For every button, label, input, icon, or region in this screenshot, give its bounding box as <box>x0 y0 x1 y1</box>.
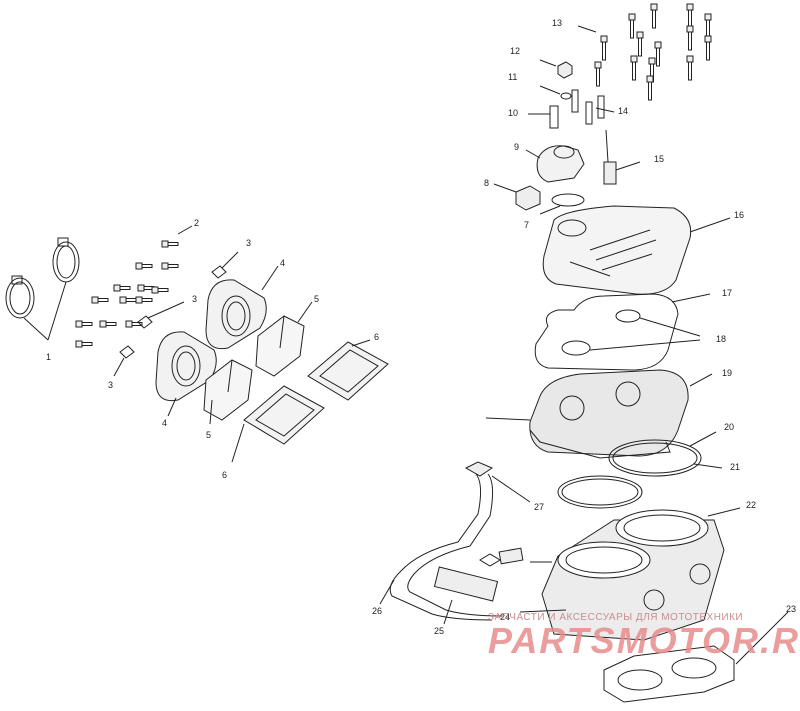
callout-15: 15 <box>654 154 665 164</box>
callout-1: 1 <box>46 352 52 362</box>
bolt-icon <box>646 75 654 101</box>
bolt-icon <box>650 3 658 29</box>
callout-6a: 6 <box>374 332 380 342</box>
cylinder-head <box>485 369 713 459</box>
callout-26: 26 <box>372 606 383 616</box>
callout-2: 2 <box>194 218 200 228</box>
bolt-icon <box>151 286 169 294</box>
bolt-icon <box>161 240 179 248</box>
callout-20: 20 <box>724 422 735 432</box>
callout-7: 7 <box>524 220 530 230</box>
callout-27: 27 <box>534 502 545 512</box>
bolt-icon <box>125 320 143 328</box>
callout-21: 21 <box>730 462 741 472</box>
callout-11: 11 <box>508 72 518 82</box>
head-gasket <box>534 293 711 371</box>
bolt-icon <box>161 262 179 270</box>
callout-4b: 4 <box>162 418 168 428</box>
callout-23: 23 <box>786 604 797 614</box>
bolt-icon <box>636 31 644 57</box>
bolt-icon <box>135 296 153 304</box>
bolt-icon <box>594 61 602 87</box>
callout-3c: 3 <box>108 380 114 390</box>
callout-3a: 3 <box>246 238 252 248</box>
callout-16: 16 <box>734 210 745 220</box>
callout-22: 22 <box>746 500 757 510</box>
watermark-brand: PARTSMOTOR.RU <box>488 620 800 661</box>
callout-18: 18 <box>716 334 727 344</box>
bolt-icon <box>686 55 694 81</box>
callout-13: 13 <box>552 18 563 28</box>
reed-cages <box>203 301 313 425</box>
callout-19: 19 <box>722 368 733 378</box>
bolt-icon <box>654 41 662 67</box>
callout-14: 14 <box>618 106 629 116</box>
hose-clamps <box>5 237 80 341</box>
callout-5b: 5 <box>206 430 212 440</box>
head-cover <box>542 205 731 295</box>
callout-12: 12 <box>510 46 521 56</box>
watermark-tagline: ЗАПЧАСТИ И АКСЕССУАРЫ ДЛЯ МОТОТЕХНИКИ <box>488 612 744 623</box>
water-hose <box>379 461 552 625</box>
bolt-icon <box>600 35 608 61</box>
bolt-icon <box>75 320 93 328</box>
bolt-icon <box>686 25 694 51</box>
reed-valves <box>231 339 389 463</box>
bolt-icon <box>99 320 117 328</box>
bolt-icon <box>704 13 712 39</box>
bolt-icon <box>135 262 153 270</box>
fittings <box>528 59 615 129</box>
callout-9: 9 <box>514 142 520 152</box>
thermostat-housing <box>493 145 585 215</box>
bolt-icon <box>119 296 137 304</box>
bolt-icon <box>686 3 694 29</box>
callout-25: 25 <box>434 626 445 636</box>
head-bolts <box>577 3 712 101</box>
base-gasket <box>603 611 789 703</box>
bolt-icon <box>91 296 109 304</box>
callout-6b: 6 <box>222 470 228 480</box>
temperature-sensor <box>603 129 641 185</box>
reed-adapters <box>155 265 279 417</box>
callout-17: 17 <box>722 288 733 298</box>
callout-8: 8 <box>484 178 490 188</box>
bolt-icon <box>75 340 93 348</box>
cylinder-gaskets <box>557 431 723 509</box>
callout-24: 24 <box>500 612 511 622</box>
callout-4a: 4 <box>280 258 286 268</box>
bolt-icon <box>113 284 131 292</box>
callout-10: 10 <box>508 108 519 118</box>
bolt-icon <box>630 55 638 81</box>
bolt-icon <box>628 13 636 39</box>
callout-3b: 3 <box>192 294 198 304</box>
bolt-icon <box>704 35 712 61</box>
bolts-group <box>75 225 193 348</box>
clips <box>113 251 239 377</box>
cylinder-block <box>519 507 741 641</box>
callout-5a: 5 <box>314 294 320 304</box>
